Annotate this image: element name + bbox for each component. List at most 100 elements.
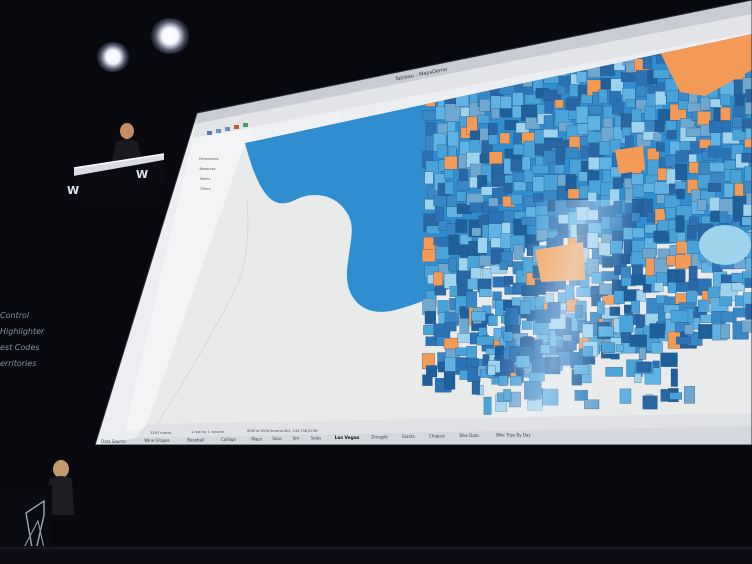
map-tract [469, 202, 483, 213]
map-tract [587, 115, 601, 131]
sheet-tab[interactable]: Las Vegas [335, 435, 360, 441]
sheet-tab[interactable]: Giants [402, 434, 415, 439]
map-tract [477, 114, 490, 124]
stage-light-left [96, 42, 130, 72]
map-tract [433, 271, 443, 288]
map-tract [741, 320, 752, 333]
map-tract [667, 282, 677, 294]
sheet-tab[interactable]: Bike Data [459, 433, 479, 438]
map-tract [625, 99, 636, 108]
map-tract [636, 289, 646, 302]
map-tract [709, 120, 724, 133]
sheet-tab[interactable]: Wine Grapes [144, 438, 170, 443]
sheet-tab[interactable]: Drought [371, 434, 388, 439]
map-tract [650, 342, 663, 354]
map-tract [436, 144, 448, 159]
toolbar-chart-icon[interactable] [234, 125, 239, 129]
map-tract [488, 197, 499, 207]
map-tract [642, 248, 657, 259]
stage-floor [0, 546, 752, 564]
map-tract [666, 90, 680, 103]
map-region-orange-small [615, 146, 645, 174]
map-tract [466, 358, 479, 367]
map-tract [670, 368, 678, 387]
map-tract [471, 311, 486, 322]
map-tract [631, 173, 644, 186]
map-tract [576, 71, 587, 83]
map-tract [638, 347, 647, 360]
map-tract [487, 365, 496, 376]
map-tract [653, 69, 671, 79]
side-banner-line: Control [0, 311, 30, 320]
map-tract [685, 127, 701, 137]
map-tract [684, 324, 694, 335]
stage-light-right [150, 18, 190, 54]
map-tract [635, 85, 646, 98]
sheet-tab[interactable]: Seas [272, 436, 282, 441]
side-banner-line: est Codes [0, 343, 40, 352]
sheet-tab[interactable]: Sales [311, 435, 322, 440]
map-tract [625, 62, 636, 74]
side-banner-line: Highlighter [0, 327, 45, 336]
sheet-tab[interactable]: College [221, 437, 236, 442]
map-tract [434, 285, 447, 296]
map-tract [479, 98, 491, 112]
map-tract [556, 147, 565, 166]
sheet-tabs: Data Source Wine Grapes Baseball College Map… [101, 432, 531, 444]
sheet-tab[interactable]: Data Source [101, 439, 126, 444]
toolbar-undo-icon[interactable] [216, 129, 221, 133]
map-tract [643, 183, 656, 193]
map-tract [499, 261, 508, 270]
map-tract [745, 89, 752, 104]
sheet-tab[interactable]: Chapels [429, 433, 445, 438]
map-tract [644, 224, 657, 234]
map-tract [629, 334, 647, 347]
map-tract [466, 346, 477, 358]
map-tract [422, 374, 433, 386]
map-tract [697, 111, 712, 126]
toolbar-data-icon[interactable] [243, 123, 248, 127]
map-tract [456, 191, 467, 202]
sheet-tab[interactable]: Baseball [187, 438, 204, 443]
map-tract [730, 169, 742, 185]
map-tract [553, 164, 565, 174]
side-section-label: Dimensions [199, 157, 219, 161]
map-tract [543, 89, 562, 101]
sheet-tab[interactable]: Maps [251, 436, 262, 441]
map-tract [675, 254, 692, 269]
map-tract [481, 140, 493, 154]
map-tract [466, 291, 478, 310]
map-tract [670, 310, 689, 323]
map-tract [723, 183, 734, 198]
tableau-window: Tableau - MapsDemo DimensionsMeasuresMar… [95, 0, 752, 445]
map-tract [444, 181, 454, 195]
map-tract [521, 156, 531, 171]
toolbar-redo-icon[interactable] [225, 127, 230, 131]
map-tract [745, 128, 752, 140]
map-tract [503, 182, 513, 194]
title-bar [195, 0, 752, 124]
shelf-pill-income[interactable] [353, 54, 411, 72]
map-tract [688, 161, 699, 174]
map-tract [565, 97, 580, 110]
map-tract [554, 99, 564, 109]
toolbar-save-icon[interactable] [207, 131, 212, 135]
map-tract [426, 225, 441, 235]
choropleth-map [147, 34, 752, 424]
map-tract [433, 195, 447, 207]
map-tract [689, 317, 701, 330]
map-tract [444, 155, 458, 170]
sheet-tab[interactable]: Bike Trips By Day [496, 432, 531, 437]
map-tract [656, 142, 665, 152]
map-tract [745, 257, 752, 271]
sheet-tab[interactable]: Jan [292, 436, 300, 441]
map-tract [688, 265, 698, 281]
map-tract [556, 85, 566, 95]
map-tract [655, 91, 667, 106]
map-tract [598, 89, 608, 104]
map-tract [646, 211, 656, 223]
map-tract [707, 286, 720, 299]
map-tract [534, 129, 545, 145]
map-tract [488, 134, 498, 145]
